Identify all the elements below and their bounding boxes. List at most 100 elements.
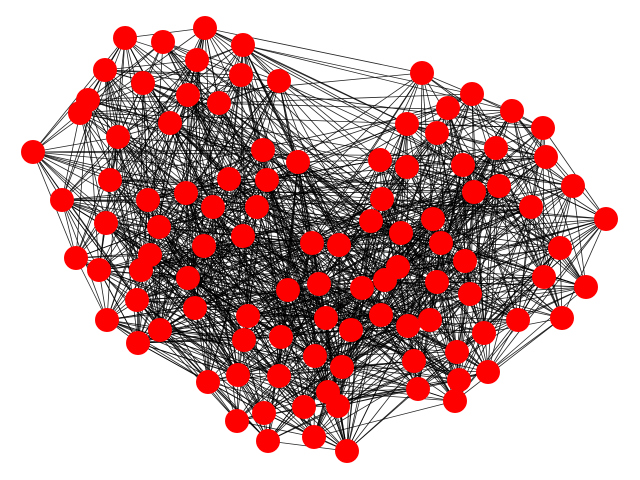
graph-node [269,325,293,349]
graph-edge [124,37,189,96]
graph-edge [237,289,289,376]
graph-node [98,168,122,192]
graph-node [314,306,338,330]
graph-node [458,282,482,306]
graph-edge [379,159,563,319]
graph-edge [278,375,419,390]
graph-node [303,344,327,368]
graph-node [307,272,331,296]
graph-edge [311,242,382,316]
graph-edge [212,206,320,285]
graph-node [93,58,117,82]
graph-edge [169,122,408,168]
graph-edge [417,281,438,390]
graph-node [421,207,445,231]
graph-edge [432,185,574,220]
graph-edge [196,59,214,208]
graph-node [207,91,231,115]
graph-edge [87,94,189,101]
graph-edge [236,420,315,438]
graph-edge [384,279,519,321]
graph-edge [187,277,327,319]
graph-edge [124,37,242,76]
graph-edge [75,99,89,259]
graph-edge [380,314,460,381]
graph-node [176,83,200,107]
graph-edge [379,159,434,220]
graph-edge [117,136,161,331]
graph-edge [303,329,352,408]
graph-edge [236,287,363,422]
graph-edge [207,381,305,408]
graph-node [196,370,220,394]
graph-edge [469,185,574,295]
graph-node [192,234,216,258]
graph-edge [136,299,245,341]
graph-node [484,136,508,160]
graph-edge [242,44,381,161]
graph-node [232,328,256,352]
graph-node [472,321,496,345]
graph-edge [400,232,415,362]
graph-edge [75,136,119,259]
graph-edge [267,329,352,442]
graph-edge [159,235,244,331]
graph-node [418,308,442,332]
graph-edge [346,388,419,452]
graph-node [193,16,217,40]
graph-edge [436,281,458,353]
graph-edge [462,164,561,249]
graph-edge [572,185,587,288]
graph-node [436,96,460,120]
graph-edge [454,317,563,402]
graph-edge [464,260,489,373]
graph-edge [406,123,475,193]
graph-edge [266,159,381,181]
graph-edge [228,74,242,180]
graph-node [460,82,484,106]
graph-edge [136,299,327,319]
graph-edge [469,286,587,295]
graph-edge [159,192,187,331]
graph-edge [61,69,106,201]
graph-node [251,138,275,162]
graph-node [550,306,574,330]
graph-edge [511,110,607,220]
graph-edge [237,374,305,408]
graph-node [402,349,426,373]
graph-edge [542,127,607,220]
graph-edge [32,151,107,224]
graph-edge [187,266,399,279]
graph-node [594,207,618,231]
graph-node [500,99,524,123]
graph-node [561,174,585,198]
graph-node [131,71,155,95]
graph-edge [384,279,456,402]
graph-node [106,125,130,149]
graph-node [21,140,45,164]
graph-node [300,231,324,255]
graph-edge [237,366,343,376]
graph-node [185,48,209,72]
graph-edge [98,269,139,344]
graph-edge [237,374,348,452]
graph-edge [338,123,408,246]
graph-edge [440,242,519,321]
graph-edge [338,242,442,246]
graph-node [429,231,453,255]
graph-edge [346,329,352,452]
graph-edge [105,222,313,244]
graph-edge [473,156,547,193]
graph-edge [462,164,574,187]
graph-edge [325,317,329,393]
graph-node [231,224,255,248]
graph-edge [61,199,205,247]
graph-node [252,401,276,425]
graph-edge [158,102,220,228]
graph-edge [104,59,198,71]
graph-edge [106,319,245,341]
graph-node [369,303,393,327]
graph-edge [187,94,264,151]
graph-edge [341,360,415,368]
graph-edge [104,69,171,124]
